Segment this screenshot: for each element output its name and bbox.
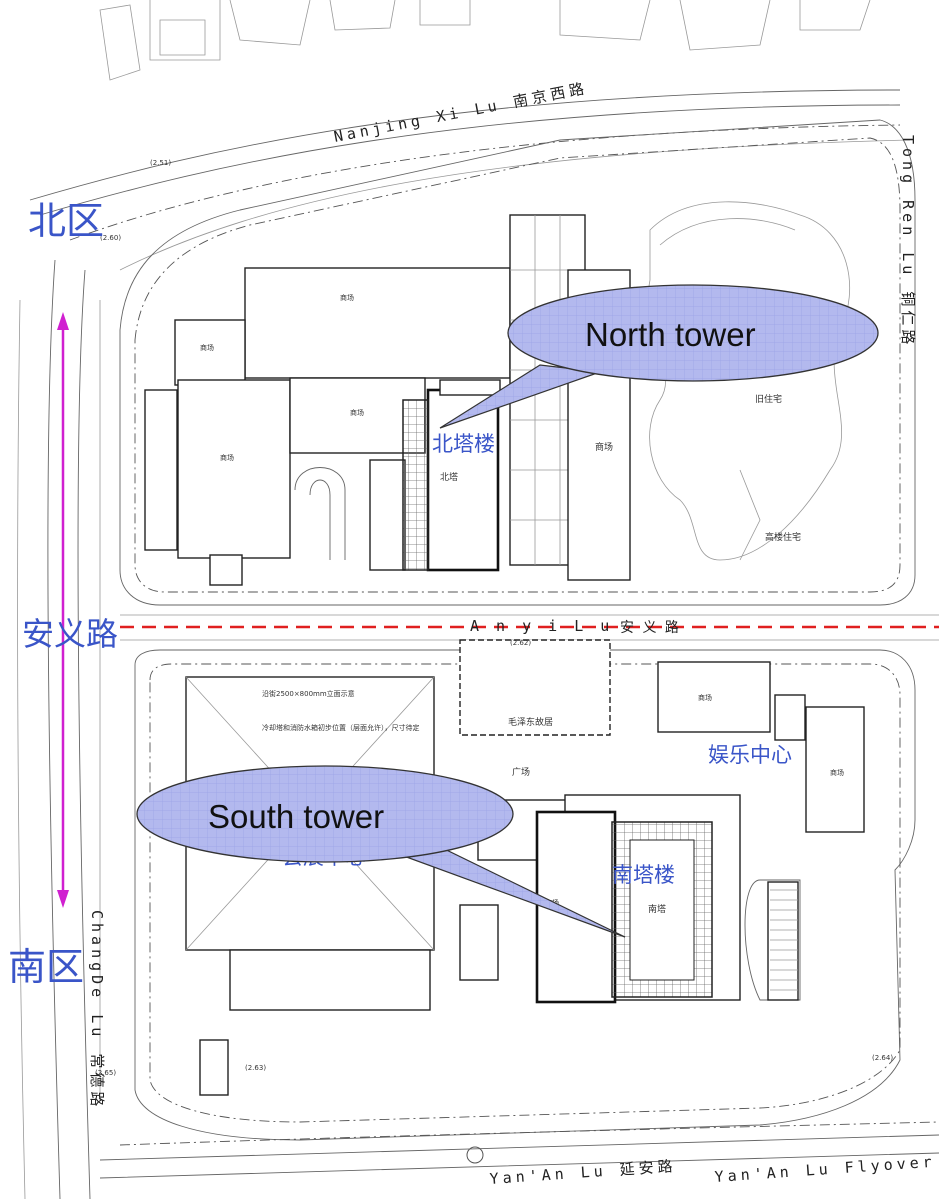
svg-text:(2.62): (2.62)	[510, 639, 531, 647]
tongren-street-label: Tong Ren Lu 铜仁路	[899, 135, 917, 348]
svg-text:高楼住宅: 高楼住宅	[765, 531, 801, 543]
svg-text:(2.60): (2.60)	[100, 234, 121, 242]
north-south-arrow	[57, 312, 69, 908]
svg-text:商场: 商场	[350, 408, 364, 417]
north-zone-label: 北区	[28, 199, 104, 243]
svg-text:商场: 商场	[698, 693, 712, 702]
svg-text:旧住宅: 旧住宅	[755, 393, 782, 405]
north-tower-detail-label: 北塔	[440, 471, 458, 483]
south-block: 毛泽东故居 广场 南塔 沿街2500×800mm立面示意 冷却塔和消防水箱初步位…	[134, 639, 916, 1141]
svg-text:(2.64): (2.64)	[872, 1054, 893, 1062]
changde-street-label: ChangDe Lu 常德路	[88, 910, 106, 1110]
south-tower-callout: South tower	[136, 765, 626, 938]
svg-text:商场: 商场	[340, 293, 354, 302]
anyi-road-cn-label: 安义路	[22, 615, 118, 653]
entertainment-center-label: 娱乐中心	[708, 743, 792, 767]
svg-text:沿街2500×800mm立面示意: 沿街2500×800mm立面示意	[262, 689, 355, 698]
svg-text:(2.63): (2.63)	[245, 1064, 266, 1072]
svg-text:冷却塔和消防水箱初步位置（层面允许），尺寸待定: 冷却塔和消防水箱初步位置（层面允许），尺寸待定	[262, 723, 420, 732]
anyi-street-cn-label: 安 义 路	[620, 620, 681, 636]
svg-text:商场: 商场	[595, 441, 613, 453]
south-tower-label: 南塔楼	[612, 863, 675, 887]
north-tower-callout-text: North tower	[585, 316, 756, 353]
svg-text:商场: 商场	[220, 453, 234, 462]
svg-text:商场: 商场	[200, 343, 214, 352]
svg-text:(2.65): (2.65)	[95, 1069, 116, 1077]
changde-road-lines	[17, 259, 101, 1200]
north-tower-callout: North tower	[439, 284, 879, 429]
north-block: 商场 商场 商场 商场 北塔 商场 旧住宅 高楼住宅	[119, 119, 916, 606]
north-tower-label: 北塔楼	[432, 432, 495, 456]
anyi-street-label: A n y i L u	[470, 617, 613, 635]
south-tower-detail-label: 南塔	[648, 903, 666, 915]
context-buildings-top	[99, 0, 871, 81]
elevation-labels: (2.51) (2.60) (2.62) (2.64) (2.65) (2.63…	[95, 159, 893, 1077]
svg-text:(2.51): (2.51)	[150, 159, 171, 167]
yanan-street-label: Yan'An Lu 延安路	[489, 1157, 677, 1188]
north-retail-building	[244, 267, 511, 379]
plaza-label: 广场	[512, 766, 530, 778]
nanjing-street-label: Nanjing Xi Lu 南京西路	[332, 79, 589, 146]
south-tower-callout-text: South tower	[208, 798, 384, 835]
south-zone-label: 南区	[8, 945, 84, 989]
svg-text:商场: 商场	[830, 768, 844, 777]
mao-residence-label: 毛泽东故居	[508, 716, 553, 728]
